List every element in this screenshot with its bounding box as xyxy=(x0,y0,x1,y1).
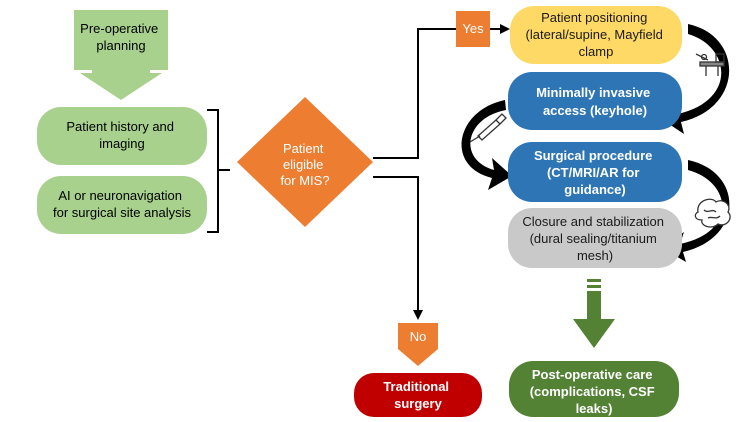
surgical-procedure-box: Surgical procedure (CT/MRI/AR for guidan… xyxy=(508,142,682,202)
ai-neuronavigation-box: AI or neuronavigation for surgical site … xyxy=(37,176,207,234)
no-tag: No xyxy=(398,323,438,366)
closure-stabilization-box: Closure and stabilization (dural sealing… xyxy=(508,208,682,268)
preop-planning-label: Pre-operative planning xyxy=(80,21,162,53)
traditional-surgery-label: Traditional surgery xyxy=(383,379,452,411)
surgical-procedure-label: Surgical procedure (CT/MRI/AR for guidan… xyxy=(534,148,656,197)
eligibility-decision-label: Patient eligible for MIS? xyxy=(280,141,329,188)
closure-stabilization-label: Closure and stabilization (dural sealing… xyxy=(522,214,667,263)
yes-label: Yes xyxy=(462,21,484,36)
brain-icon xyxy=(694,198,731,228)
scalpel-icon xyxy=(469,113,507,143)
flow-curve-arrow-2 xyxy=(461,100,512,190)
minimally-invasive-access-box: Minimally invasive access (keyhole) xyxy=(508,72,682,130)
traditional-surgery-box: Traditional surgery xyxy=(354,373,482,417)
grouping-brace xyxy=(207,109,230,233)
patient-history-box: Patient history and imaging xyxy=(37,107,207,165)
patient-positioning-box: Patient positioning (lateral/supine, May… xyxy=(510,6,682,64)
ai-neuronavigation-label: AI or neuronavigation for surgical site … xyxy=(53,188,191,220)
post-op-down-arrow xyxy=(573,279,615,348)
post-operative-care-box: Post-operative care (complications, CSF … xyxy=(509,361,679,417)
preop-planning-box: Pre-operative planning xyxy=(74,10,168,100)
patient-history-label: Patient history and imaging xyxy=(66,119,177,151)
eligibility-decision-diamond: Patient eligible for MIS? xyxy=(237,97,373,227)
no-connector xyxy=(373,176,423,320)
yes-connector xyxy=(373,24,510,159)
post-operative-care-label: Post-operative care (complications, CSF … xyxy=(530,367,659,416)
no-label: No xyxy=(410,329,427,344)
operating-table-icon xyxy=(695,53,725,76)
patient-positioning-label: Patient positioning (lateral/supine, May… xyxy=(526,10,667,59)
yes-tag: Yes xyxy=(456,11,490,47)
minimally-invasive-access-label: Minimally invasive access (keyhole) xyxy=(536,85,654,118)
